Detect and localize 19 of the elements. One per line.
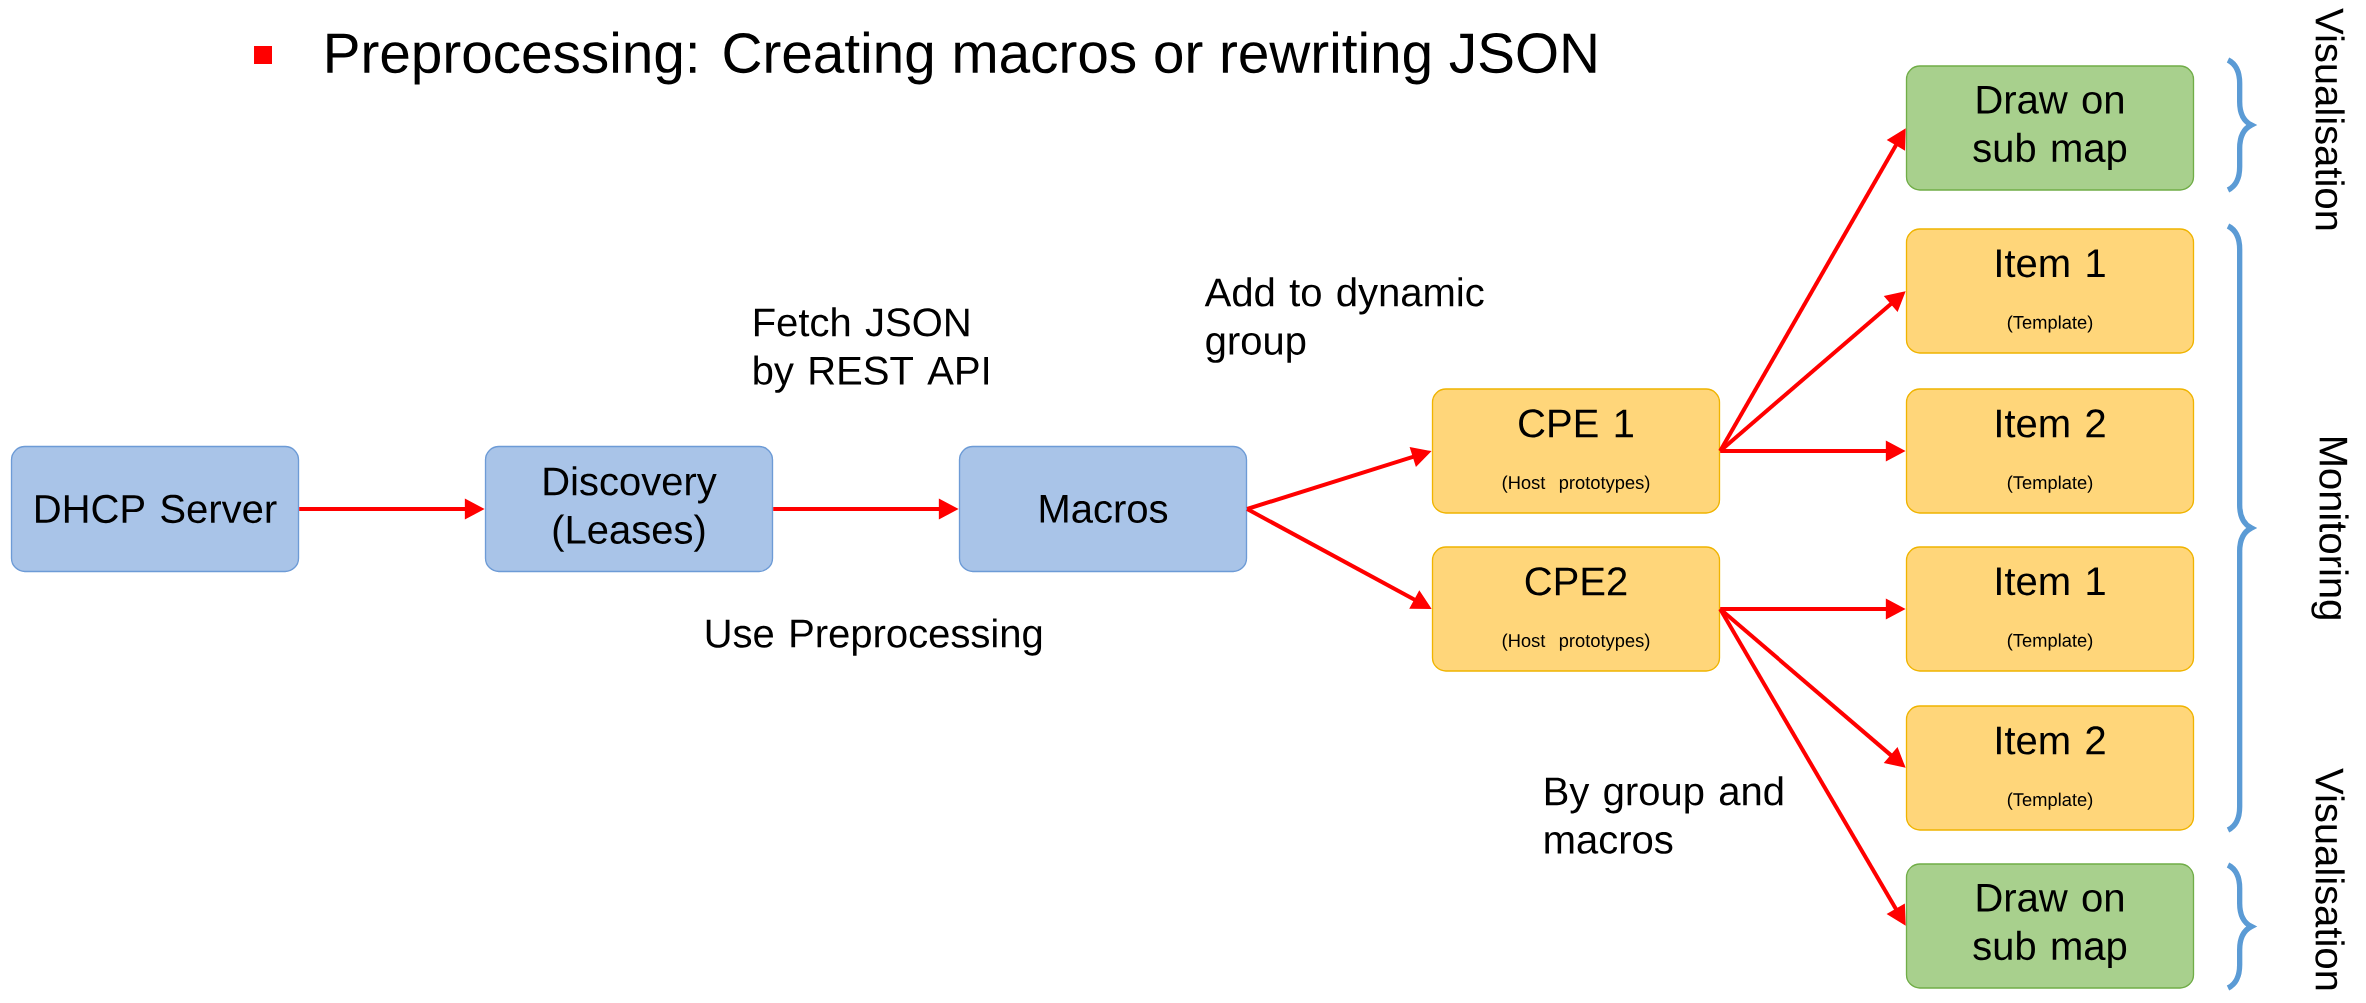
title: Preprocessing: Creating macros or rewriting JSON <box>327 31 1596 85</box>
side-label: Visualisation <box>2315 8 2345 230</box>
process-box: Macros <box>958 445 1248 573</box>
process-box: Draw on sub map <box>1905 65 2195 191</box>
process-box: CPE2 (Host prototypes) <box>1431 546 1721 672</box>
annotation: Fetch JSON by REST API <box>754 307 988 393</box>
annotation: By group and macros <box>1545 776 1783 854</box>
side-label: Monitoring <box>2311 437 2349 619</box>
process-box: Item 2 (Template) <box>1905 388 2195 514</box>
annotation: Use Preprocessing <box>706 618 1042 656</box>
process-box: Draw on sub map <box>1905 863 2195 989</box>
process-box: Discovery (Leases) <box>484 445 774 573</box>
process-box: CPE 1 (Host prototypes) <box>1431 388 1721 514</box>
process-box: DHCP Server <box>10 445 300 573</box>
side-label: Visualisation <box>2315 768 2345 990</box>
annotation: Add to dynamic group <box>1204 277 1484 363</box>
process-box: Item 1 (Template) <box>1905 546 2195 672</box>
process-box: Item 2 (Template) <box>1905 705 2195 831</box>
process-box: Item 1 (Template) <box>1905 228 2195 354</box>
